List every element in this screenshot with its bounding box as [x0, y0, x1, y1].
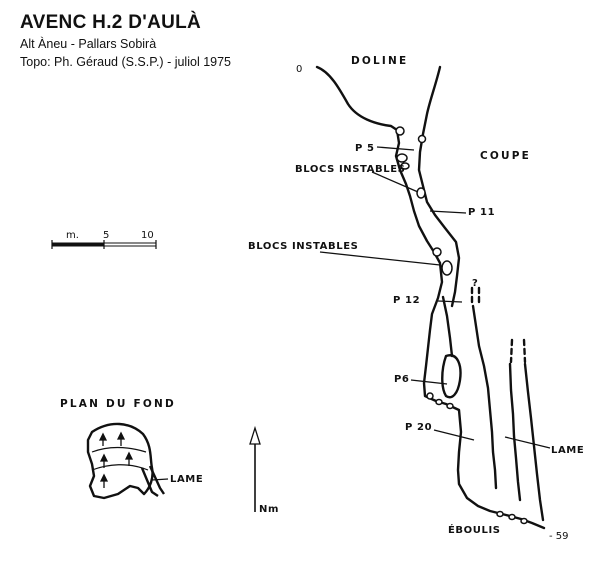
depth-bottom: - 59 [549, 531, 569, 542]
label-coupe: COUPE [480, 150, 531, 162]
boulder [435, 398, 443, 406]
leader-blocks-1 [371, 171, 419, 193]
boulder [441, 260, 453, 276]
depth-entrance: 0 [296, 64, 302, 75]
scale-tick-5: 5 [103, 230, 109, 241]
boulder [417, 134, 427, 144]
boulder [446, 402, 454, 410]
boulder [432, 247, 442, 257]
label-blocks-1: BLOCS INSTABLES [295, 164, 405, 175]
boulder [426, 392, 434, 400]
plan-lame-flake [140, 467, 159, 497]
leader-p5 [376, 146, 415, 151]
north-arrow-icon [249, 425, 261, 512]
cave-section [315, 65, 546, 530]
plan-lame-flake-2 [148, 465, 165, 495]
boulder [520, 517, 528, 525]
plan-leader-lame [151, 478, 169, 481]
scale-bar: m. 5 10 [51, 230, 157, 249]
label-p5: P 5 [355, 143, 375, 154]
leader-blocks-2 [319, 251, 441, 266]
leader-p11 [429, 210, 467, 214]
leader-p20 [433, 429, 475, 441]
label-lame: LAME [551, 445, 584, 456]
label-unknown: ? [472, 278, 478, 289]
section-p12-inner [441, 295, 454, 358]
location-subtitle: Alt Àneu - Pallars Sobirà [20, 37, 157, 51]
label-blocks-2: BLOCS INSTABLES [248, 241, 358, 252]
scale-tick-10: 10 [141, 230, 154, 241]
leader-lame [504, 436, 551, 449]
section-p6-pocket [441, 354, 462, 399]
section-left-wall [315, 65, 546, 530]
section-dashed-4 [522, 338, 527, 364]
section-leader-lines [319, 146, 551, 449]
scale-unit: m. [66, 230, 79, 241]
label-p11: P 11 [468, 207, 495, 218]
section-right-branch [471, 304, 498, 490]
boulder [396, 153, 408, 163]
leader-p12 [437, 300, 463, 303]
section-right-wall [417, 65, 461, 308]
boulder [416, 187, 426, 199]
survey-credit: Topo: Ph. Géraud (S.S.P.) - juliol 1975 [20, 55, 231, 69]
label-eboulis: ÉBOULIS [448, 523, 501, 536]
section-far-right-shaft [508, 362, 522, 502]
scale-bar-fill [52, 243, 104, 246]
section-far-right-shaft-2 [523, 362, 545, 522]
plan-title: PLAN DU FOND [60, 398, 176, 410]
plan-drawing [86, 422, 165, 500]
boulder [400, 162, 410, 170]
label-p12: P 12 [393, 295, 420, 306]
section-boulders [395, 126, 528, 525]
boulder [508, 513, 516, 521]
cave-title: AVENC H.2 D'AULÀ [20, 12, 202, 33]
north-label: Nm [259, 504, 279, 515]
label-p6: P6 [394, 374, 410, 385]
plan-label-lame: LAME [170, 474, 203, 485]
boulder [496, 510, 504, 518]
section-dashed-3 [509, 338, 514, 364]
plan-slope-arrows [98, 431, 134, 488]
boulder [395, 126, 405, 136]
label-p20: P 20 [405, 422, 432, 433]
plan-slope-lines [91, 446, 149, 471]
label-doline: DOLINE [351, 55, 408, 67]
leader-p6 [410, 379, 448, 385]
